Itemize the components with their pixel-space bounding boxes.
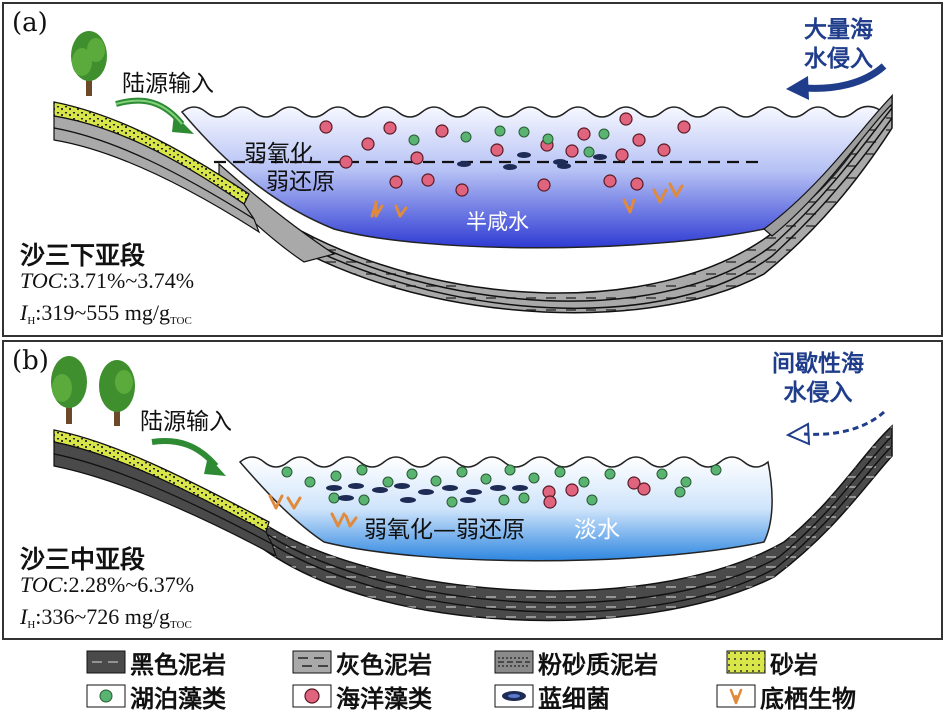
panel-b-diagram bbox=[51, 356, 893, 622]
legend: 黑色泥岩 灰色泥岩 粉砂质泥岩 砂岩 湖泊藻类 海洋藻类 蓝细菌 底栖生物 bbox=[0, 643, 947, 713]
marine-algae-icon bbox=[542, 476, 651, 509]
legend-item-black-mudstone: 黑色泥岩 bbox=[86, 647, 226, 679]
legend-label: 砂岩 bbox=[770, 650, 818, 679]
legend-label: 灰色泥岩 bbox=[336, 650, 432, 679]
sea-intrusion-line-2: 水侵入 bbox=[804, 46, 873, 72]
intermittent-sea-intrusion-label: 间歇性海 水侵入 bbox=[772, 350, 864, 408]
panel-b: (b) 陆源输入 间歇性海 水侵入 弱氧化—弱还原 淡水 沙三中亚段 TOC:2… bbox=[2, 340, 943, 640]
legend-item-sandstone: 砂岩 bbox=[726, 647, 818, 679]
intermittent-sea-intrusion-arrow-icon bbox=[803, 410, 886, 436]
land-input-label: 陆源输入 bbox=[140, 409, 232, 435]
legend-label: 湖泊藻类 bbox=[130, 684, 226, 713]
section-label: 沙三下亚段 bbox=[20, 241, 146, 270]
legend-item-lacustrine-algae: 湖泊藻类 bbox=[86, 681, 226, 713]
marine-algae-icon bbox=[319, 112, 691, 197]
legend-item-marine-algae: 海洋藻类 bbox=[292, 681, 432, 713]
silty-mudstone-swatch bbox=[494, 650, 534, 674]
sea-intrusion-label: 大量海 水侵入 bbox=[804, 16, 873, 74]
panel-a-diagram bbox=[53, 31, 893, 314]
legend-item-silty-mudstone: 粉砂质泥岩 bbox=[494, 647, 658, 679]
benthic-organism-icon bbox=[370, 182, 684, 218]
panel-a: (a) 陆源输入 大量海 水侵入 弱氧化 弱还原 半咸水 沙三下亚段 TOC:3… bbox=[2, 2, 943, 337]
water-type-label: 半咸水 bbox=[466, 210, 529, 234]
ih-readout: IH:336~726 mg/gTOC bbox=[20, 604, 192, 631]
legend-label: 蓝细菌 bbox=[538, 684, 610, 713]
panel-a-label: (a) bbox=[12, 8, 48, 38]
land-input-arrow-icon bbox=[151, 438, 219, 468]
legend-item-benthic-organism: 底栖生物 bbox=[716, 681, 856, 713]
sea-intrusion-arrow-icon bbox=[803, 63, 887, 92]
section-label: 沙三中亚段 bbox=[20, 545, 146, 574]
brackish-water-body bbox=[180, 105, 882, 249]
gray-mudstone-swatch bbox=[292, 650, 332, 674]
lacustrine-algae-icon bbox=[408, 125, 610, 158]
lacustrine-algae-icon bbox=[86, 684, 126, 708]
benthic-organism-icon bbox=[268, 494, 358, 528]
toc-readout: TOC:2.28%~6.37% bbox=[20, 572, 195, 597]
lacustrine-algae-icon bbox=[281, 464, 722, 508]
ih-readout: IH:319~555 mg/gTOC bbox=[20, 300, 192, 327]
black-mudstone-swatch bbox=[86, 650, 126, 674]
sandstone-swatch bbox=[726, 650, 766, 674]
legend-item-cyanobacteria: 蓝细菌 bbox=[494, 681, 610, 713]
benthic-organism-icon bbox=[716, 684, 756, 708]
sea-intrusion-line-2: 水侵入 bbox=[783, 380, 853, 406]
legend-item-gray-mudstone: 灰色泥岩 bbox=[292, 647, 432, 679]
cyanobacteria-icon bbox=[326, 483, 528, 503]
legend-label: 黑色泥岩 bbox=[130, 650, 226, 679]
cyanobacteria-icon bbox=[457, 152, 607, 170]
legend-label: 海洋藻类 bbox=[336, 684, 432, 713]
legend-label: 底栖生物 bbox=[760, 684, 856, 713]
redox-label: 弱氧化—弱还原 bbox=[364, 517, 525, 543]
toc-readout: TOC:3.71%~3.74% bbox=[20, 268, 195, 293]
redox-lower-label: 弱还原 bbox=[266, 169, 335, 195]
sea-intrusion-line-1: 大量海 bbox=[804, 17, 873, 43]
marine-algae-icon bbox=[292, 684, 332, 708]
legend-label: 粉砂质泥岩 bbox=[538, 650, 658, 679]
tree-icon bbox=[71, 31, 107, 96]
tree-icon bbox=[51, 356, 135, 426]
land-input-label: 陆源输入 bbox=[122, 71, 214, 97]
water-type-label: 淡水 bbox=[574, 517, 620, 543]
sea-intrusion-line-1: 间歇性海 bbox=[772, 351, 864, 377]
land-input-arrow-icon bbox=[115, 97, 185, 126]
panel-b-label: (b) bbox=[12, 346, 49, 376]
cyanobacteria-icon bbox=[494, 684, 534, 708]
redox-upper-label: 弱氧化 bbox=[244, 141, 313, 167]
